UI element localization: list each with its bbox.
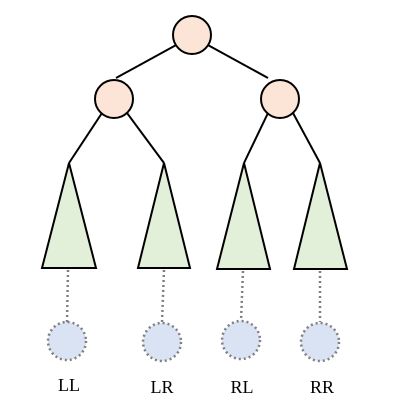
left-child-node <box>94 79 134 119</box>
leaf-node-rl <box>220 319 262 361</box>
edge-right-rr <box>292 112 321 164</box>
dotted-link-lr <box>160 269 166 323</box>
right-child-node <box>260 79 300 119</box>
subtree-lr <box>136 162 192 269</box>
subtree-rl <box>215 162 272 270</box>
dotted-link-rl <box>239 270 245 322</box>
leaf-label-ll: LL <box>58 375 80 395</box>
dotted-link-ll <box>65 269 70 323</box>
leaf-label-lr: LR <box>150 377 173 397</box>
edge-left-ll <box>68 112 103 164</box>
subtree-rr <box>292 162 349 270</box>
edge-root-right <box>205 43 269 79</box>
leaf-node-ll <box>46 320 88 362</box>
root-node <box>172 15 212 55</box>
leaf-node-lr <box>141 321 183 363</box>
edge-root-left <box>115 43 179 79</box>
subtree-ll <box>40 162 98 269</box>
leaf-node-rr <box>299 321 341 363</box>
edge-right-rl <box>243 112 269 164</box>
leaf-label-rl: RL <box>230 377 253 397</box>
edge-left-lr <box>126 112 165 164</box>
leaf-label-rr: RR <box>310 377 334 397</box>
